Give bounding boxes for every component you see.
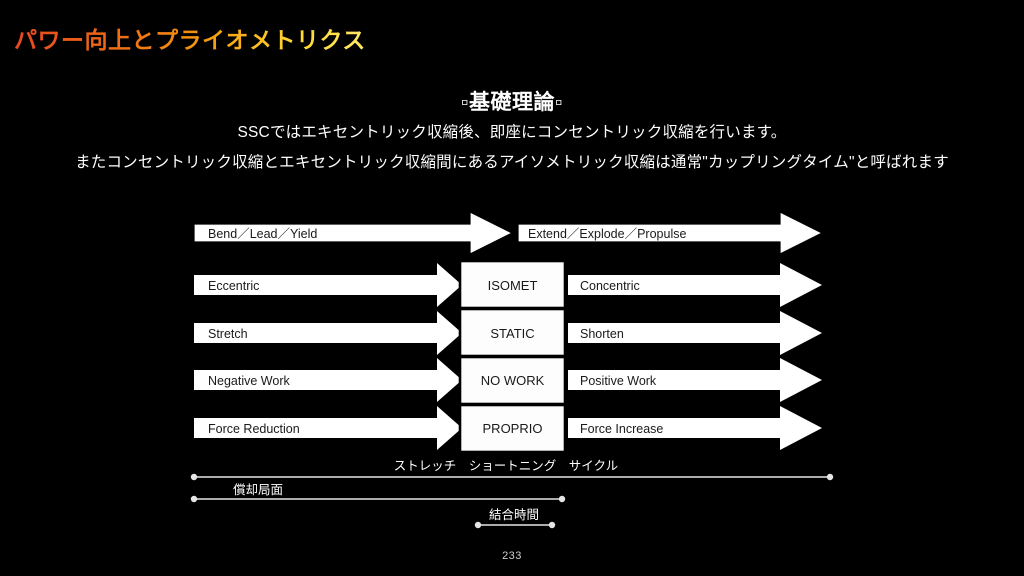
top-left-arrow: Bend／Lead／Yield: [193, 211, 514, 255]
row-3-center-box: [458, 355, 567, 406]
row-2-left-arrow: [194, 311, 462, 355]
row-4-right-label: Force Increase: [580, 422, 663, 436]
row-1-center-box: [458, 259, 567, 310]
row-1-left-label: Eccentric: [208, 279, 259, 293]
row-1-left-arrow: [194, 263, 462, 307]
top-right-arrow: Extend／Explode／Propulse: [517, 211, 824, 255]
row-4-left-arrow: [194, 406, 462, 450]
bracket-amortization-phase: 償却局面: [190, 483, 566, 503]
page-title: パワー向上とプライオメトリクス: [14, 21, 366, 55]
row-2-right-arrow: [568, 311, 822, 355]
row-3-right-arrow: [568, 358, 822, 402]
bracket-coupling-time: 結合時間: [474, 507, 556, 529]
diagram-row-3: Negative Work NO WORK Positive Work: [194, 355, 822, 406]
row-3-left-label: Negative Work: [208, 374, 290, 388]
bracket-stretch-shortening-cycle: ストレッチ ショートニング サイクル: [190, 459, 834, 481]
top-right-arrow-label: Extend／Explode／Propulse: [528, 227, 686, 241]
body-text-line-1: SSCではエキセントリック収縮後、即座にコンセントリック収縮を行います。: [237, 124, 787, 141]
row-1-right-label: Concentric: [580, 279, 640, 293]
row-3-center-label: NO WORK: [481, 373, 545, 388]
diagram-row-4: Force Reduction PROPRIO Force Increase: [194, 403, 822, 454]
bracket-1-label: ストレッチ ショートニング サイクル: [394, 459, 618, 473]
section-headline: ▫基礎理論▫: [461, 91, 563, 114]
bracket-2-label: 償却局面: [233, 483, 283, 497]
row-4-right-arrow: [568, 406, 822, 450]
diagram-row-1: Eccentric ISOMET Concentric: [194, 259, 822, 310]
row-4-center-label: PROPRIO: [483, 421, 543, 436]
row-1-right-arrow: [568, 263, 822, 307]
row-2-right-label: Shorten: [580, 327, 624, 341]
row-3-right-label: Positive Work: [580, 374, 657, 388]
row-4-left-label: Force Reduction: [208, 422, 300, 436]
row-1-center-label: ISOMET: [488, 278, 538, 293]
diagram-row-2: Stretch STATIC Shorten: [194, 307, 822, 358]
page-number: 233: [502, 550, 522, 562]
row-4-center-box: [458, 403, 567, 454]
body-text-line-2: またコンセントリック収縮とエキセントリック収縮間にあるアイソメトリック収縮は通常…: [75, 154, 949, 171]
top-left-arrow-label: Bend／Lead／Yield: [208, 227, 317, 241]
row-2-left-label: Stretch: [208, 327, 248, 341]
row-2-center-label: STATIC: [490, 326, 534, 341]
row-3-left-arrow: [194, 358, 462, 402]
bracket-3-label: 結合時間: [489, 507, 539, 522]
